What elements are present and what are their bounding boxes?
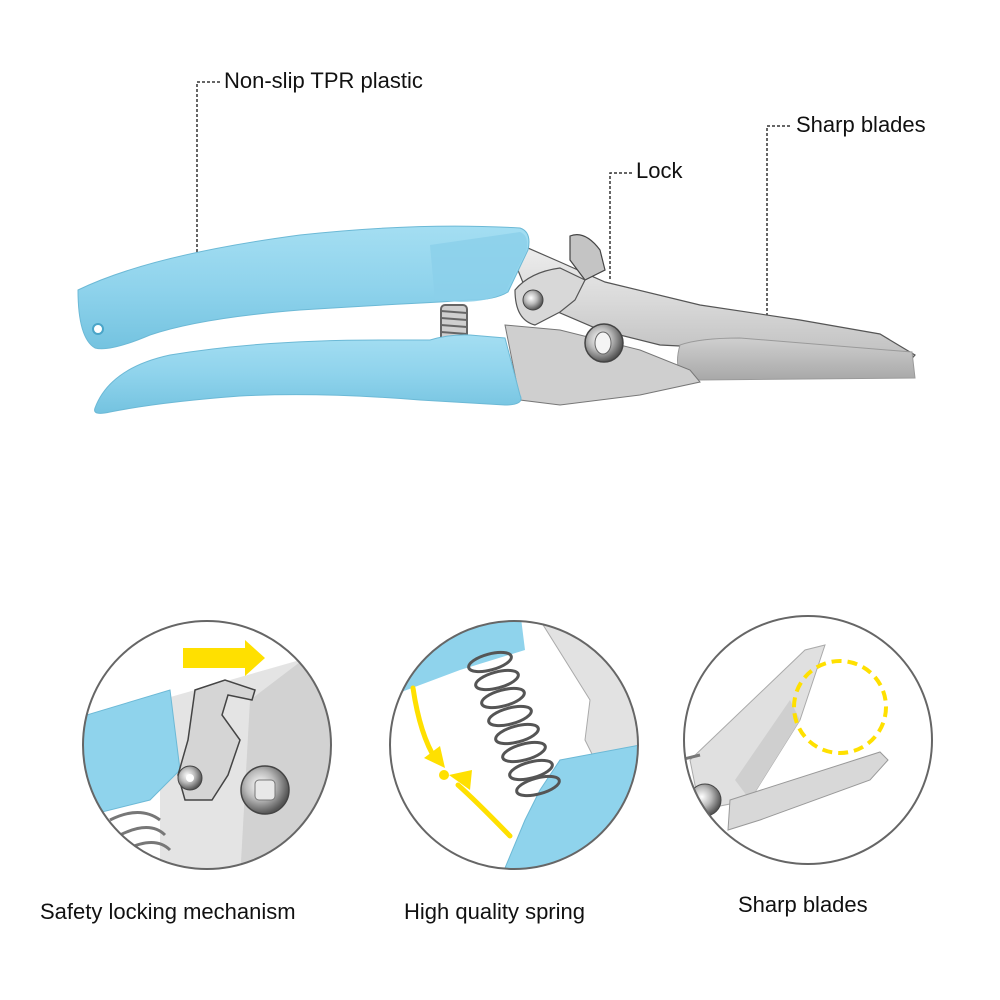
arrow-right-icon <box>183 640 265 676</box>
caption-safety-lock: Safety locking mechanism <box>40 899 296 924</box>
spring <box>440 304 468 342</box>
lower-handle <box>94 334 522 414</box>
callout-label-handle: Non-slip TPR plastic <box>224 68 423 93</box>
callout-line-blade <box>766 125 790 335</box>
blade-group <box>503 234 916 406</box>
callout-line-lock <box>609 172 632 280</box>
dashed-circle-icon <box>792 659 888 755</box>
callout-label-blade: Sharp blades <box>796 112 926 137</box>
caption-spring: High quality spring <box>404 899 585 924</box>
callout-line-handle <box>196 81 220 252</box>
lanyard-hole <box>92 323 104 335</box>
callout-label-lock: Lock <box>636 158 683 183</box>
detail-circle-spring <box>389 620 639 870</box>
caption-sharp-blades: Sharp blades <box>738 892 868 917</box>
detail-circle-blades <box>683 615 933 865</box>
detail-circle-lock <box>82 620 332 870</box>
